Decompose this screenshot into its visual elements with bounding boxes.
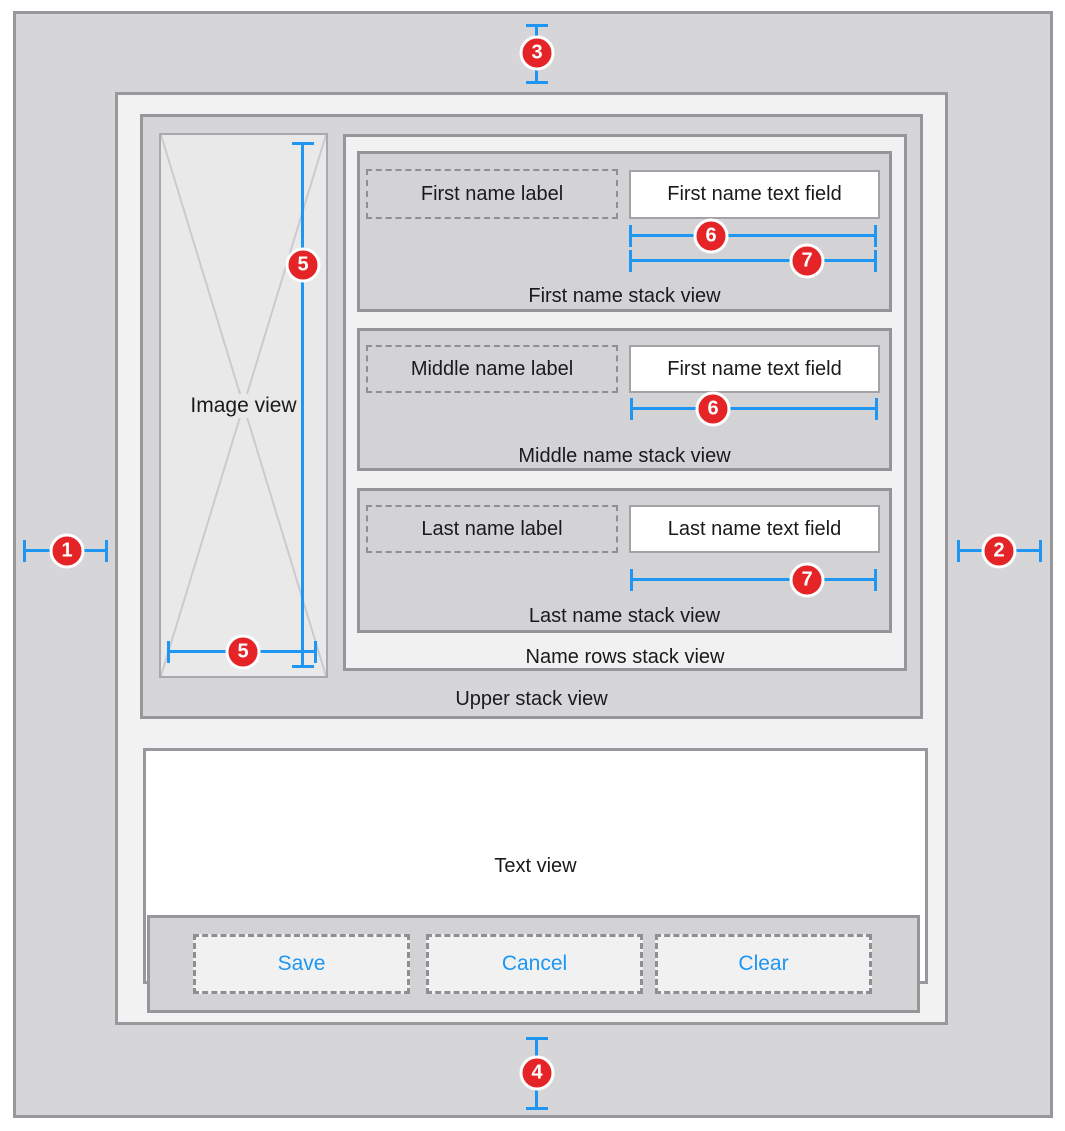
middle-name-stack-view xyxy=(357,328,892,471)
first-name-label: First name label xyxy=(366,169,618,219)
constraint-6-dimension-line-row2 xyxy=(630,398,878,420)
clear-button[interactable]: Clear xyxy=(655,934,872,994)
image-view: Image view xyxy=(159,133,328,678)
constraint-6-badge-row2: 6 xyxy=(695,391,731,427)
last-name-text-field[interactable]: Last name text field xyxy=(629,505,880,553)
constraint-5-badge-horizontal: 5 xyxy=(225,634,261,670)
constraint-7-badge-row3: 7 xyxy=(789,562,825,598)
constraint-6-badge-row1: 6 xyxy=(693,218,729,254)
save-button[interactable]: Save xyxy=(193,934,410,994)
constraint-4-badge: 4 xyxy=(519,1055,555,1091)
middle-name-label: Middle name label xyxy=(366,345,618,393)
constraint-7-badge-row1: 7 xyxy=(789,243,825,279)
constraint-5-height-dimension-line xyxy=(292,142,314,668)
constraint-1-badge: 1 xyxy=(49,533,85,569)
middle-name-stack-view-label: Middle name stack view xyxy=(518,445,731,467)
constraint-7-dimension-line-row1 xyxy=(629,250,877,272)
constraint-2-badge: 2 xyxy=(981,533,1017,569)
image-view-label: Image view xyxy=(185,393,302,418)
last-name-label: Last name label xyxy=(366,505,618,553)
cancel-button[interactable]: Cancel xyxy=(426,934,643,994)
name-rows-stack-view-label: Name rows stack view xyxy=(525,646,725,668)
constraint-7-dimension-line-row3 xyxy=(630,569,877,591)
middle-name-text-field[interactable]: First name text field xyxy=(629,345,880,393)
constraint-5-badge-vertical: 5 xyxy=(285,247,321,283)
upper-stack-view-label: Upper stack view xyxy=(455,688,608,710)
first-name-stack-view-label: First name stack view xyxy=(528,285,721,307)
constraint-3-badge: 3 xyxy=(519,35,555,71)
text-view-label: Text view xyxy=(494,854,577,877)
constraint-6-dimension-line-row1 xyxy=(629,225,877,247)
last-name-stack-view-label: Last name stack view xyxy=(528,605,721,627)
first-name-text-field[interactable]: First name text field xyxy=(629,170,880,219)
